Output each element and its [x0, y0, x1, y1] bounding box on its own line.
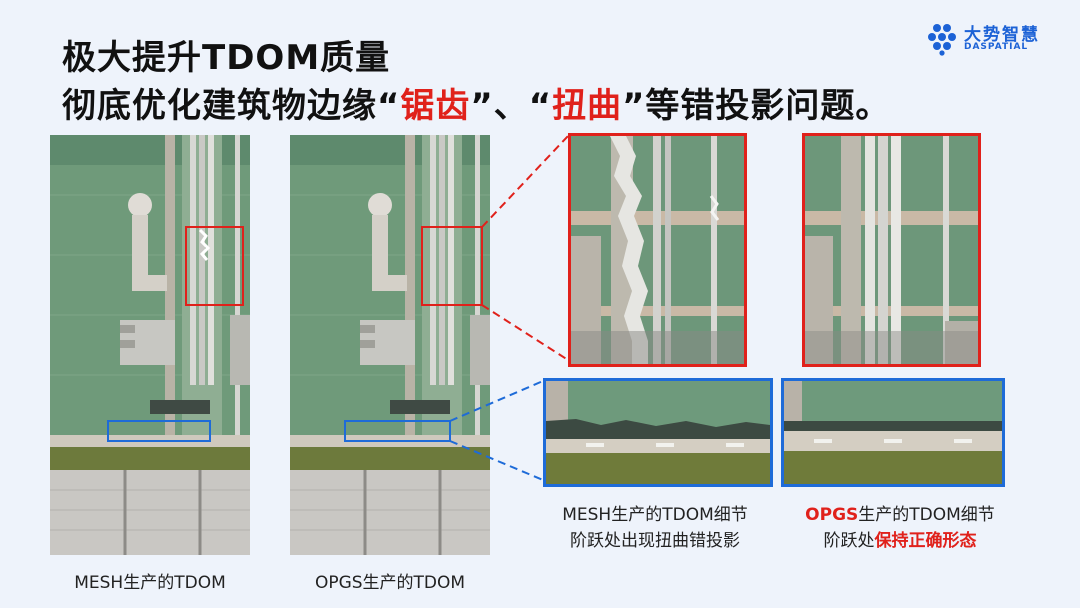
page-title: 极大提升TDOM质量: [62, 38, 391, 78]
subtitle-text-a: 彻底优化建筑物边缘“: [62, 86, 401, 126]
opgs-edge-detail: [781, 378, 1005, 487]
opgs-caption: OPGS生产的TDOM: [314, 573, 466, 593]
mesh-note-line1: MESH生产的TDOM细节: [562, 505, 748, 525]
opgs-note-line1: 生产的TDOM细节: [858, 505, 995, 525]
mesh-caption: MESH生产的TDOM: [74, 573, 226, 593]
opgs-note-line2: 阶跃处: [823, 531, 875, 551]
mesh-detail-note: MESH生产的TDOM细节 阶跃处出现扭曲错投影: [530, 502, 780, 554]
subtitle-text-b: ”、“: [470, 86, 553, 126]
subtitle-highlight-jagged: 锯齿: [400, 86, 471, 126]
mesh-pipe-detail: [568, 133, 747, 367]
mesh-note-line2: 阶跃处出现扭曲错投影: [570, 531, 740, 551]
subtitle-highlight-distortion: 扭曲: [552, 86, 623, 126]
opgs-pipe-detail: [802, 133, 981, 367]
logo-text-cn: 大势智慧: [964, 25, 1040, 45]
brand-logo: 大势智慧 DASPATIAL: [926, 18, 1066, 62]
opgs-detail-note: OPGS生产的TDOM细节 阶跃处保持正确形态: [775, 502, 1025, 554]
logo-text-en: DASPATIAL: [964, 42, 1029, 52]
page-subtitle: 彻底优化建筑物边缘“锯齿”、“扭曲”等错投影问题。: [62, 78, 890, 127]
mesh-tdom-image: [50, 135, 250, 555]
hexagon-logo-icon: [928, 24, 956, 56]
opgs-tdom-image: [290, 135, 490, 555]
subtitle-text-c: ”等错投影问题。: [622, 86, 891, 126]
opgs-note-highlight-2: 保持正确形态: [874, 531, 977, 551]
opgs-note-highlight: OPGS: [805, 505, 859, 525]
mesh-edge-detail: [543, 378, 773, 487]
